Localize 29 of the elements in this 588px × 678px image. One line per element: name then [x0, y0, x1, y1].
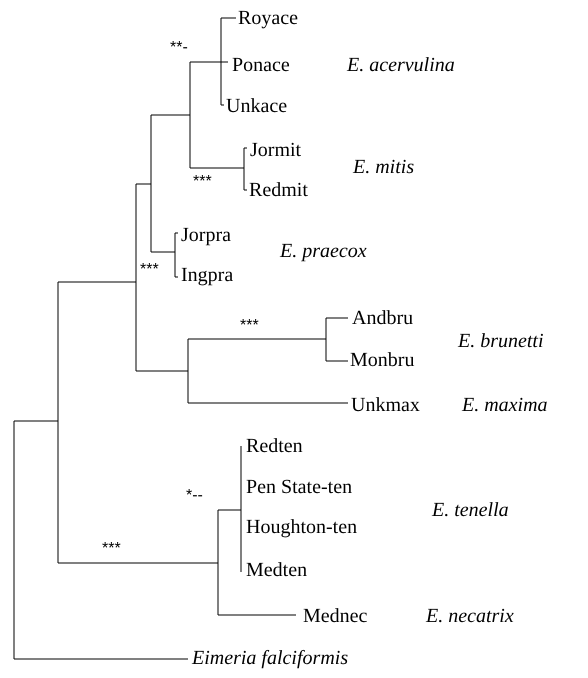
taxon-label: Medten — [246, 560, 308, 580]
support-value: *-- — [186, 488, 203, 504]
support-value: *** — [240, 318, 259, 334]
species-label: E. brunetti — [458, 331, 544, 351]
taxon-label: Houghton-ten — [246, 517, 358, 537]
taxon-label: Monbru — [350, 350, 414, 370]
species-label: E. necatrix — [426, 606, 514, 626]
taxon-label: Pen State-ten — [246, 477, 352, 497]
species-label: E. mitis — [353, 157, 414, 177]
taxon-label: Unkmax — [351, 395, 420, 415]
species-label: E. praecox — [280, 241, 367, 261]
taxon-label: Royace — [238, 8, 298, 28]
taxon-label: Unkace — [226, 96, 288, 116]
support-value: *** — [193, 174, 212, 190]
species-label: Eimeria falciformis — [192, 648, 348, 668]
species-label: E. acervulina — [347, 55, 455, 75]
taxon-label: Ingpra — [181, 265, 234, 285]
support-value: *** — [140, 262, 159, 278]
taxon-label: Andbru — [352, 308, 414, 328]
taxon-label: Redmit — [249, 180, 308, 200]
taxon-label: Ponace — [232, 55, 290, 75]
species-label: E. tenella — [432, 500, 509, 520]
support-value: **- — [170, 40, 188, 56]
taxon-label: Redten — [246, 436, 303, 456]
taxon-label: Jorpra — [181, 225, 231, 245]
taxon-label: Jormit — [250, 140, 302, 160]
support-value: *** — [102, 541, 121, 557]
species-label: E. maxima — [462, 395, 548, 415]
taxon-label: Mednec — [303, 606, 368, 626]
